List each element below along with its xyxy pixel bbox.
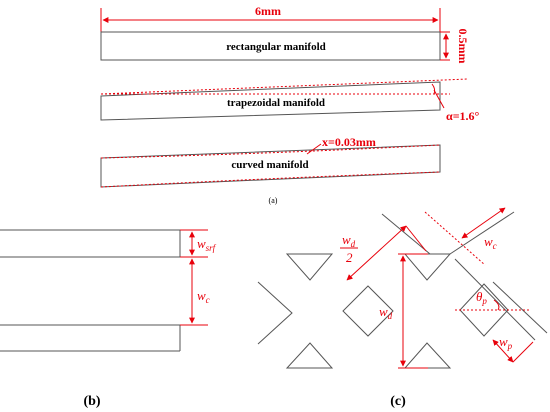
curved-manifold-label: curved manifold	[231, 159, 308, 171]
top-right-triangle	[403, 253, 452, 281]
wd-half-label: wd	[342, 232, 356, 249]
rectangular-manifold-shape	[100, 31, 441, 61]
panel-a: 6mm rectangular manifold 0.5mm trapezoid…	[100, 4, 480, 205]
caption-c: (c)	[390, 394, 406, 409]
wsrf-label: wsrf	[197, 236, 217, 253]
curved-profile-bottom	[100, 171, 441, 188]
wc-label: wc	[197, 288, 210, 305]
right-diamond	[459, 283, 509, 337]
wd-label: wd	[379, 304, 393, 321]
trapezoidal-manifold-label: trapezoidal manifold	[227, 97, 325, 109]
wp-dimension-line-a	[492, 339, 514, 363]
channel-wall-a	[381, 213, 431, 255]
caption-b: (b)	[83, 394, 100, 409]
x-label: x=0.03mm	[322, 135, 376, 149]
height-label: 0.5mm	[456, 29, 470, 64]
wc-guide-dashed	[424, 211, 486, 266]
theta-arc	[493, 299, 500, 311]
chevron-shape	[257, 281, 293, 345]
bottom-right-triangle	[403, 342, 452, 369]
wd-half-denominator: 2	[346, 250, 353, 265]
rectangular-manifold-label: rectangular manifold	[226, 41, 326, 53]
panel-c: wd 2 wd wc θp wp (c)	[257, 207, 548, 409]
wc-dimension-line	[461, 207, 506, 239]
trapezoid-taper-line	[100, 78, 469, 95]
trapezoidal-manifold-shape	[100, 81, 441, 121]
alpha-arc	[431, 83, 436, 95]
curved-profile-top	[100, 144, 441, 159]
panel-b: wsrf wc (b)	[0, 229, 217, 409]
center-diamond	[342, 285, 394, 337]
wc-c-label: wc	[484, 234, 497, 251]
curved-manifold-shape	[100, 144, 441, 188]
wd-half-dimension-line	[346, 225, 407, 281]
wp-label: wp	[499, 334, 513, 351]
channel-wall-b	[449, 211, 515, 255]
theta-label: θp	[476, 289, 487, 306]
wd-half-extension	[405, 225, 427, 252]
bottom-left-triangle	[285, 342, 334, 369]
alpha-leader	[433, 89, 445, 109]
alpha-label: α=1.6°	[446, 109, 480, 123]
x-leader	[306, 143, 322, 155]
width-label: 6mm	[255, 4, 281, 18]
channel-wall-d	[492, 281, 548, 334]
top-left-triangle	[285, 253, 334, 281]
caption-a: (a)	[269, 196, 278, 205]
wp-dimension-line-b	[512, 341, 534, 363]
channel-wall-c	[454, 258, 536, 341]
